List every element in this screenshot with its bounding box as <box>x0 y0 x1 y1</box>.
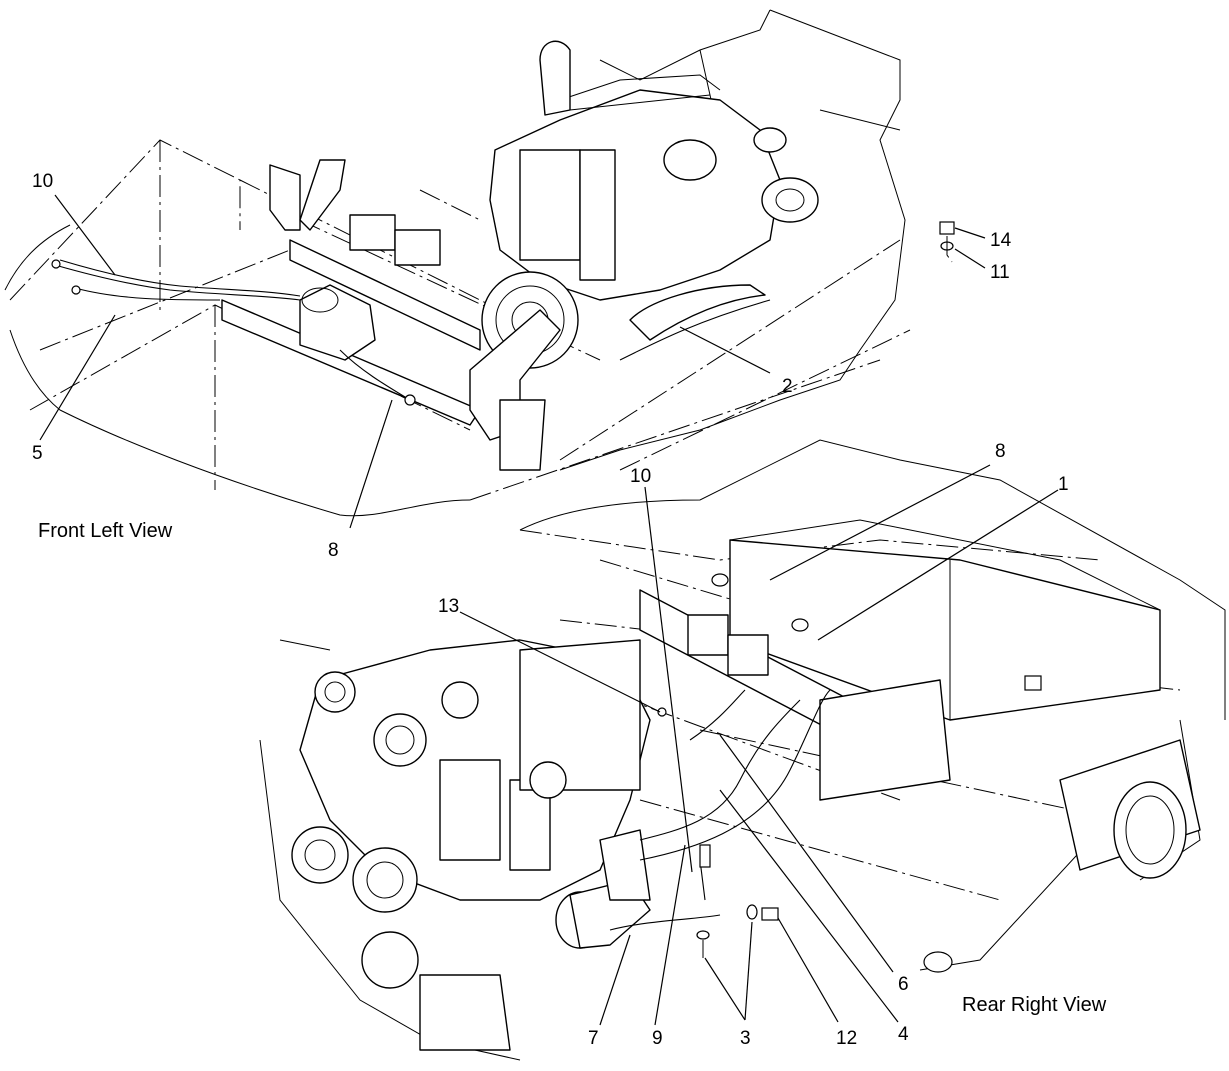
leader-lines <box>39 194 1059 1026</box>
callout-2: 2 <box>782 376 793 397</box>
front-left-view <box>4 9 955 517</box>
rear-right-view-caption: Rear Right View <box>962 994 1107 1016</box>
callout-8-bottom: 8 <box>995 441 1006 462</box>
callout-13: 13 <box>438 596 459 617</box>
callout-11: 12 <box>836 1028 857 1049</box>
callout-10-top: 10 <box>32 171 53 192</box>
callout-10-bottom: 10 <box>630 466 651 487</box>
front-left-view-caption: Front Left View <box>38 520 173 542</box>
callout-6: 6 <box>898 974 909 995</box>
callouts: 10 5 8 2 14 11 10 8 1 13 6 4 7 9 3 12 <box>32 171 1069 1049</box>
callout-12: 11 <box>990 262 1010 283</box>
callout-7: 7 <box>588 1028 599 1049</box>
callout-1: 1 <box>1058 474 1069 495</box>
callout-3: 3 <box>740 1028 751 1049</box>
rear-right-view <box>259 439 1226 1061</box>
callout-9: 9 <box>652 1028 663 1049</box>
callout-4: 4 <box>898 1024 909 1045</box>
callout-14: 14 <box>990 230 1012 251</box>
nut-14 <box>939 221 955 235</box>
callout-8-top: 8 <box>328 540 339 561</box>
callout-5: 5 <box>32 443 43 464</box>
